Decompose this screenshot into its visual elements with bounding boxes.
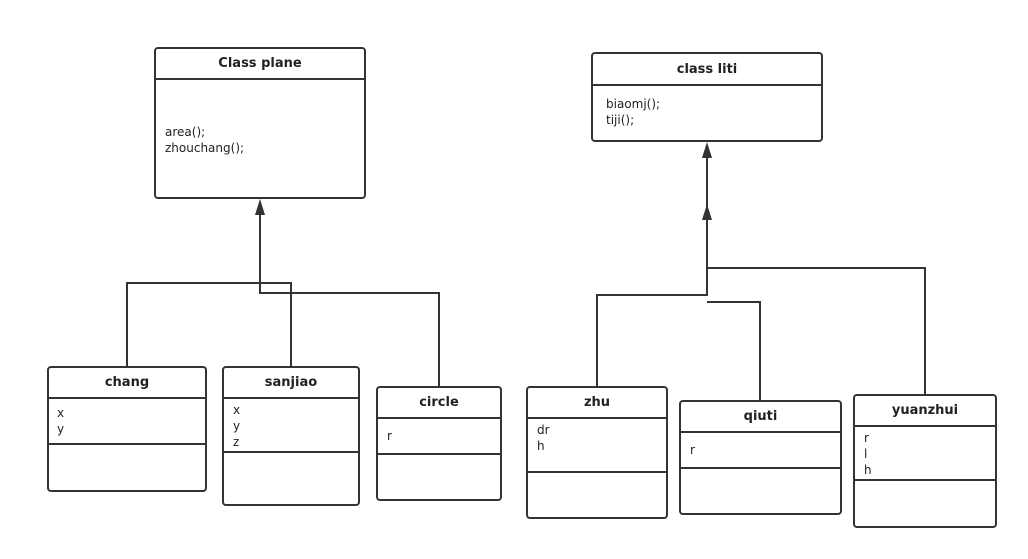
inheritance-arrow-icon [702,204,712,220]
class-chang-title: chang [49,368,205,399]
class-yuanzhui[interactable]: yuanzhui r l h [853,394,997,528]
class-liti-methods: biaomj(); tiji(); [593,86,821,128]
method-line: area(); [165,125,206,139]
connector-chang-plane [126,214,261,367]
class-qiuti-title: qiuti [681,402,840,433]
class-sanjiao[interactable]: sanjiao x y z [222,366,360,506]
class-circle[interactable]: circle r [376,386,502,501]
inheritance-arrow-icon [702,142,712,158]
class-zhu-title: zhu [528,388,666,419]
attribute-line: x [57,406,65,420]
class-liti[interactable]: class liti biaomj(); tiji(); [591,52,823,142]
attribute-line: y [233,419,241,433]
connector-qiuti-liti [707,301,761,401]
class-qiuti[interactable]: qiuti r [679,400,842,515]
class-circle-attributes: r [378,419,500,455]
class-qiuti-attributes: r [681,433,840,469]
attribute-line: r [387,429,392,443]
attribute-line: x [233,403,241,417]
class-yuanzhui-attributes: r l h [855,427,995,481]
connector-circle-plane [259,283,440,387]
attribute-line: l [864,447,868,461]
attribute-line: h [864,463,872,477]
method-line: biaomj(); [606,97,661,111]
class-plane-methods: area(); zhouchang(); [156,80,364,156]
class-yuanzhui-title: yuanzhui [855,396,995,427]
method-line: zhouchang(); [165,141,245,155]
inheritance-arrow-icon [255,199,265,215]
class-plane[interactable]: Class plane area(); zhouchang(); [154,47,366,199]
class-chang-attributes: x y [49,399,205,445]
connector-sanjiao-plane [260,282,292,367]
connector-yuanzhui-liti [707,267,926,395]
class-liti-title: class liti [593,54,821,86]
class-zhu-attributes: dr h [528,419,666,473]
class-zhu[interactable]: zhu dr h [526,386,668,519]
attribute-line: r [690,443,695,457]
attribute-line: h [537,439,545,453]
attribute-line: dr [537,423,550,437]
connector-zhu-liti [596,157,708,387]
attribute-line: r [864,431,869,445]
class-plane-title: Class plane [156,49,364,80]
method-line: tiji(); [606,113,635,127]
attribute-line: y [57,422,65,436]
class-circle-title: circle [378,388,500,419]
class-sanjiao-attributes: x y z [224,399,358,453]
class-sanjiao-title: sanjiao [224,368,358,399]
attribute-line: z [233,435,240,449]
class-chang[interactable]: chang x y [47,366,207,492]
